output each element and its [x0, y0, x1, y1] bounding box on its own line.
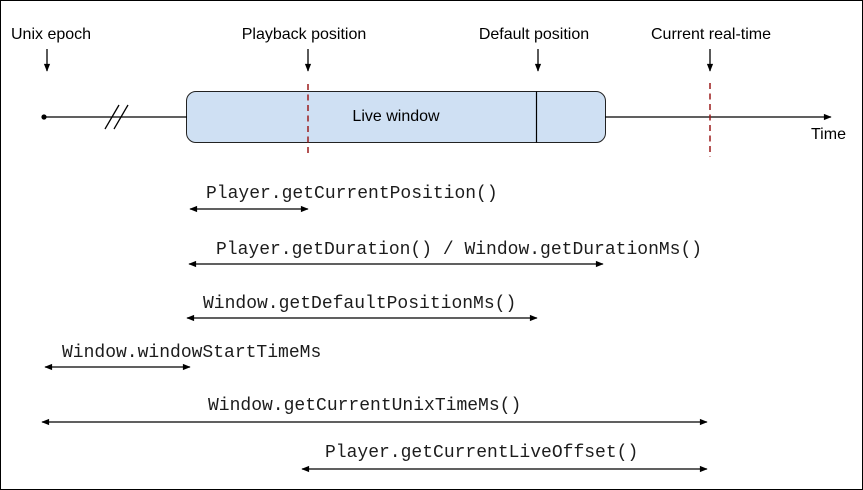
api-label-get-current-position: Player.getCurrentPosition(): [206, 184, 498, 204]
api-label-get-duration: Player.getDuration() / Window.getDuratio…: [216, 240, 703, 260]
api-label-window-start-time: Window.windowStartTimeMs: [62, 343, 322, 363]
api-label-get-current-unix-time: Window.getCurrentUnixTimeMs(): [208, 396, 522, 416]
api-span-arrows: [41, 205, 708, 473]
unix-epoch-label: Unix epoch: [11, 26, 92, 43]
default-position-label: Default position: [478, 26, 590, 43]
time-axis-label: Time: [811, 126, 846, 143]
marker-down-arrows: [43, 49, 714, 72]
live-window-label: Live window: [352, 108, 440, 125]
api-label-get-current-live-offset: Player.getCurrentLiveOffset(): [325, 443, 639, 463]
current-real-time-label: Current real-time: [650, 26, 772, 43]
axis-break-icon: [104, 104, 129, 130]
playback-position-label: Playback position: [241, 26, 367, 43]
api-label-get-default-position: Window.getDefaultPositionMs(): [203, 294, 517, 314]
